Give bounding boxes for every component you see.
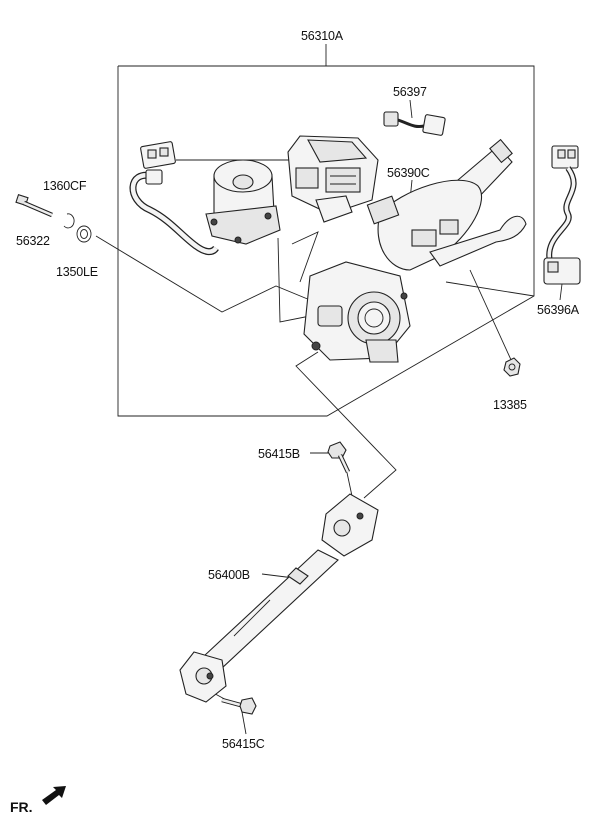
label-56400B: 56400B	[208, 568, 250, 582]
motor-connector-56397-icon	[383, 111, 446, 136]
arrow-up-right-icon	[42, 786, 66, 805]
motor-harness-icon	[129, 141, 219, 256]
label-56397: 56397	[393, 85, 427, 99]
label-56396A: 56396A	[537, 303, 580, 317]
label-1350LE: 1350LE	[56, 265, 98, 279]
assembly-boundary	[117, 44, 535, 417]
front-direction-marker: FR.	[10, 786, 66, 815]
part-labels: 56310A 56397 1360CF 56322 1350LE 56390C …	[16, 29, 580, 751]
bolt-56415B-icon	[327, 441, 351, 473]
label-56415B: 56415B	[258, 447, 300, 461]
label-56322: 56322	[16, 234, 50, 248]
assist-motor-icon	[205, 159, 281, 245]
column-harness-56396A-icon	[543, 145, 581, 285]
label-56415C: 56415C	[222, 737, 265, 751]
label-56310A: 56310A	[301, 29, 344, 43]
label-56390C: 56390C	[387, 166, 430, 180]
label-1360CF: 1360CF	[43, 179, 87, 193]
gear-housing-icon	[303, 261, 411, 363]
front-direction-label: FR.	[10, 799, 33, 815]
leader-lines	[95, 99, 563, 735]
bolt-56415C-icon	[221, 697, 257, 715]
washer-1350LE-icon	[76, 225, 92, 243]
bolt-56322-icon	[15, 193, 53, 218]
snap-ring-1360CF-icon	[63, 213, 75, 229]
ecu-controller-icon	[287, 135, 379, 223]
column-body-56390C-icon	[366, 138, 527, 271]
label-13385: 13385	[493, 398, 527, 412]
nut-13385-icon	[503, 357, 521, 377]
intermediate-shaft-56400B-icon	[179, 493, 379, 703]
